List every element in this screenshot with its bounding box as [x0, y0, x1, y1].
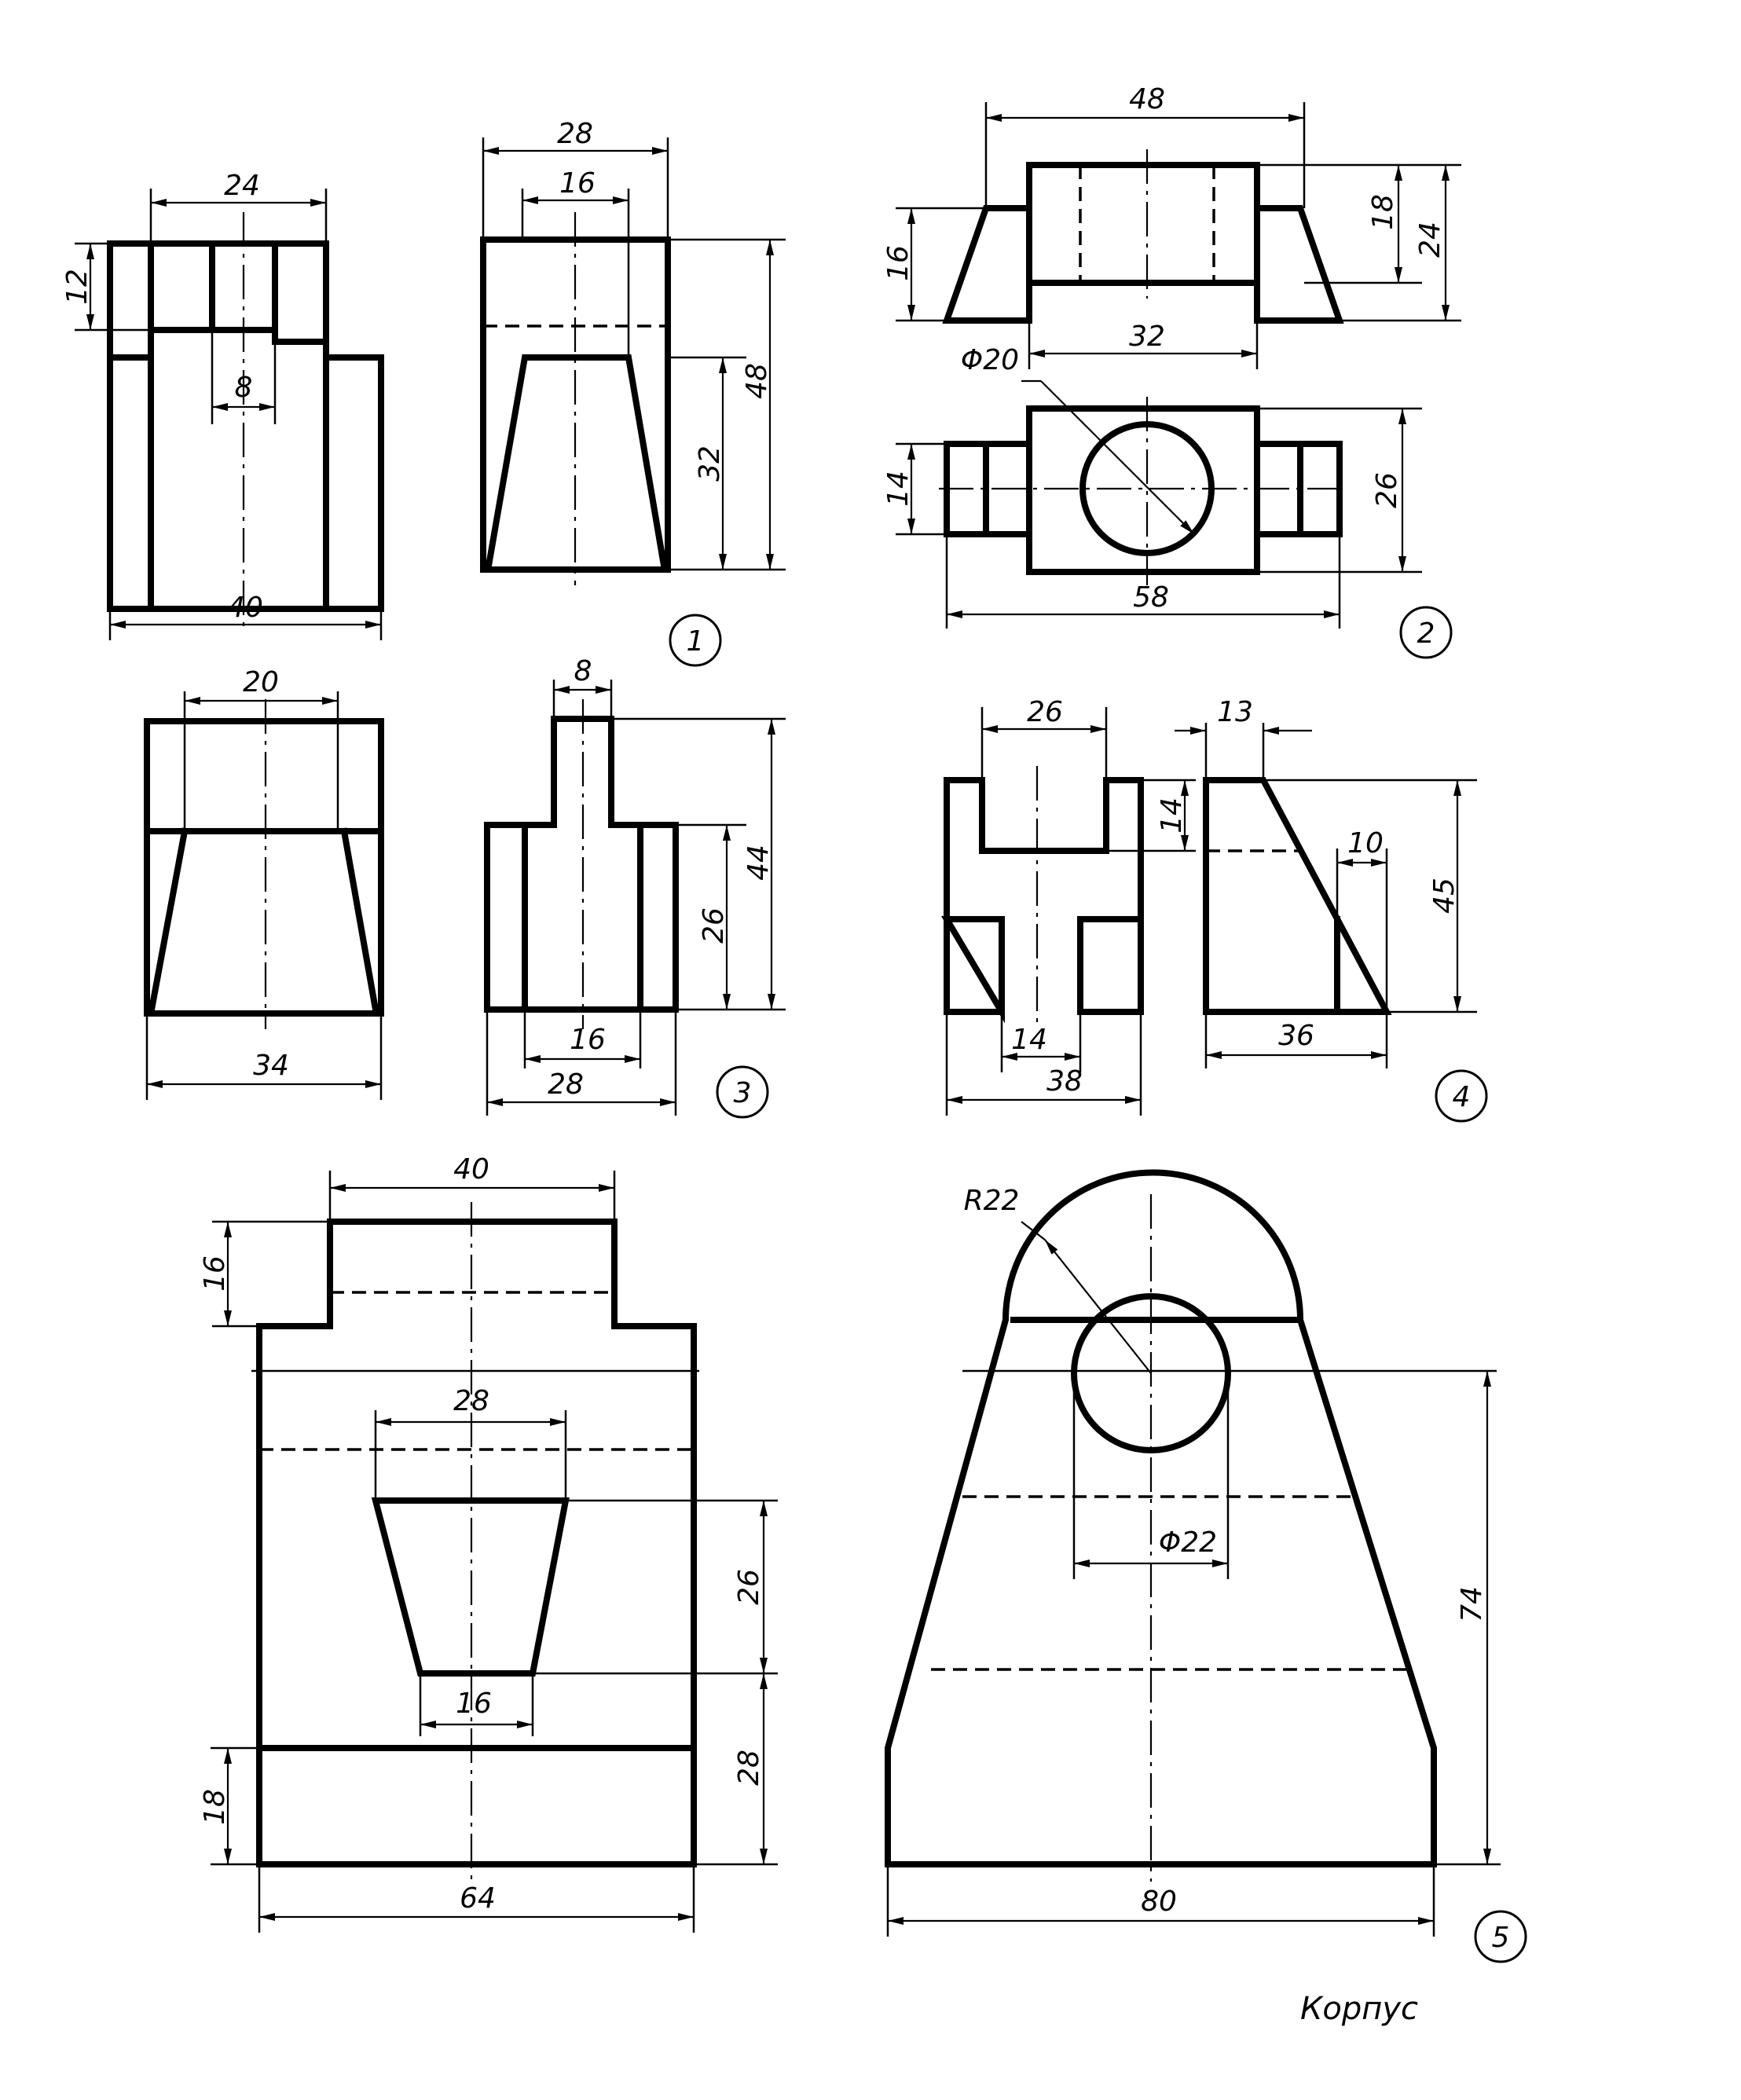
dim-44: 44 [742, 845, 775, 881]
dim-34: 34 [253, 1050, 289, 1082]
dim-8: 8 [574, 655, 592, 687]
dim-13: 13 [1217, 696, 1253, 728]
dim-16: 16 [199, 1255, 231, 1292]
drawing-5-front-view: 40 16 28 26 28 16 18 [199, 1153, 778, 1933]
drawing-3-number: 3 [734, 1077, 752, 1109]
dim-14b: 14 [1011, 1024, 1047, 1056]
dim-18: 18 [1367, 194, 1399, 230]
dim-48: 48 [741, 363, 773, 399]
dim-16: 16 [559, 167, 596, 200]
dim-phi22: Φ22 [1159, 1526, 1217, 1559]
drawing-5-number: 5 [1492, 1922, 1510, 1954]
dim-32: 32 [694, 445, 726, 482]
dim-36: 36 [1278, 1020, 1314, 1052]
drawing-1-side-view: 16 28 32 48 [480, 118, 786, 585]
dim-58: 58 [1133, 581, 1169, 614]
dim-40: 40 [453, 1153, 489, 1186]
dim-18: 18 [199, 1789, 231, 1825]
dim-20: 20 [243, 666, 279, 698]
dim-14: 14 [1156, 797, 1188, 834]
dim-8: 8 [235, 372, 253, 404]
dim-26: 26 [1371, 472, 1403, 508]
dim-28-top: 28 [453, 1385, 489, 1417]
drawing-1-number: 1 [687, 625, 705, 658]
dim-38: 38 [1046, 1065, 1083, 1098]
drawing-2-number: 2 [1417, 618, 1435, 650]
drawing-5: 40 16 28 26 28 16 18 [199, 1153, 1527, 1963]
drawing-3-side-view: 8 26 44 16 28 [484, 655, 786, 1116]
dim-80: 80 [1141, 1886, 1177, 1918]
dim-24: 24 [224, 170, 260, 202]
dim-r22: R22 [964, 1185, 1020, 1217]
dim-16-bottom: 16 [456, 1688, 492, 1720]
drawing-1-front-view: 24 12 8 40 [61, 170, 384, 640]
dim-12: 12 [61, 269, 93, 305]
drawing-4-number: 4 [1453, 1081, 1471, 1113]
dim-26: 26 [733, 1569, 765, 1605]
drawing-4-front-view: 26 14 38 14 [940, 696, 1196, 1116]
dim-28-side: 28 [733, 1750, 765, 1786]
dim-28: 28 [557, 118, 593, 150]
dim-14: 14 [882, 471, 914, 507]
dim-10: 10 [1347, 827, 1384, 859]
dim-48: 48 [1129, 83, 1165, 115]
dim-26: 26 [698, 907, 730, 944]
drawing-4-side-view: 13 10 45 36 [1175, 696, 1477, 1068]
dim-28: 28 [548, 1068, 584, 1101]
dim-phi20: Φ20 [961, 344, 1019, 376]
dim-40: 40 [227, 592, 263, 624]
drawing-4: 26 14 38 14 13 10 [940, 696, 1488, 1123]
caption: Корпус [1300, 1991, 1418, 2027]
drawing-1: 24 12 8 40 16 28 [61, 118, 786, 667]
dim-32: 32 [1129, 321, 1165, 353]
dim-16: 16 [882, 245, 914, 281]
drawing-2-front-view: 48 16 18 24 32 [882, 83, 1461, 369]
drawing-3: 20 34 8 26 44 16 [144, 655, 786, 1119]
dim-24: 24 [1414, 222, 1446, 258]
dim-26: 26 [1027, 696, 1063, 728]
dim-64: 64 [460, 1882, 496, 1915]
dim-74: 74 [1456, 1586, 1488, 1622]
dim-45: 45 [1428, 878, 1461, 914]
drawing-5-side-view: Φ22 R22 74 80 [885, 1169, 1501, 1937]
drawing-2: 48 16 18 24 32 [882, 83, 1461, 659]
drawing-2-top-view: Φ20 14 26 58 [882, 344, 1422, 629]
drawing-3-front-view: 20 34 [144, 666, 384, 1100]
dim-16: 16 [570, 1024, 606, 1056]
